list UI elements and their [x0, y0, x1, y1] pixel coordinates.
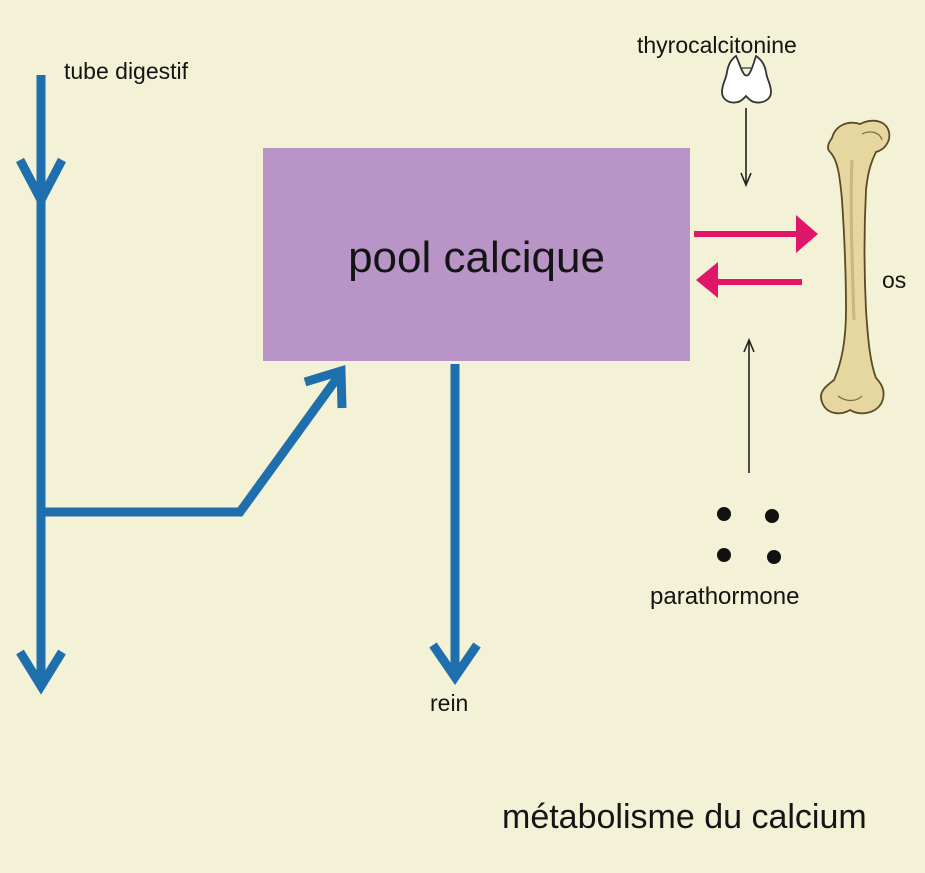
parathyroid-dot	[765, 509, 779, 523]
digestive-top-arrowhead	[16, 157, 66, 210]
pool-calcique-label: pool calcique	[348, 233, 605, 282]
renal-arrowhead	[429, 642, 481, 685]
rein-label: rein	[430, 690, 469, 716]
pool-calcique-box: pool calcique	[263, 148, 690, 361]
parathormone-label: parathormone	[650, 583, 800, 610]
thyrocalcitonine-arrowhead	[740, 172, 752, 188]
os-label: os	[882, 267, 907, 293]
femur-bone-icon	[820, 119, 891, 415]
absorption-branch-line	[41, 371, 344, 517]
thyrocalcitonine-label: thyrocalcitonine	[637, 32, 797, 58]
bone-exchange-arrows	[694, 215, 818, 298]
hormone-arrows	[740, 108, 755, 473]
digestive-flow-arrows	[16, 75, 481, 695]
parathyroid-dot	[717, 548, 731, 562]
tube-digestif-label: tube digestif	[64, 58, 189, 84]
diagram-title: métabolisme du calcium	[502, 798, 867, 836]
parathyroid-dot	[767, 550, 781, 564]
absorption-arrowhead	[303, 364, 347, 409]
pool-to-bone-arrowhead	[796, 215, 818, 253]
parathormone-arrowhead	[743, 337, 755, 353]
digestive-bottom-arrowhead	[16, 649, 66, 695]
thyroid-gland-icon	[721, 54, 772, 104]
parathyroid-dots-icon	[717, 507, 781, 564]
parathyroid-dot	[717, 507, 731, 521]
bone-to-pool-arrowhead	[696, 262, 718, 298]
